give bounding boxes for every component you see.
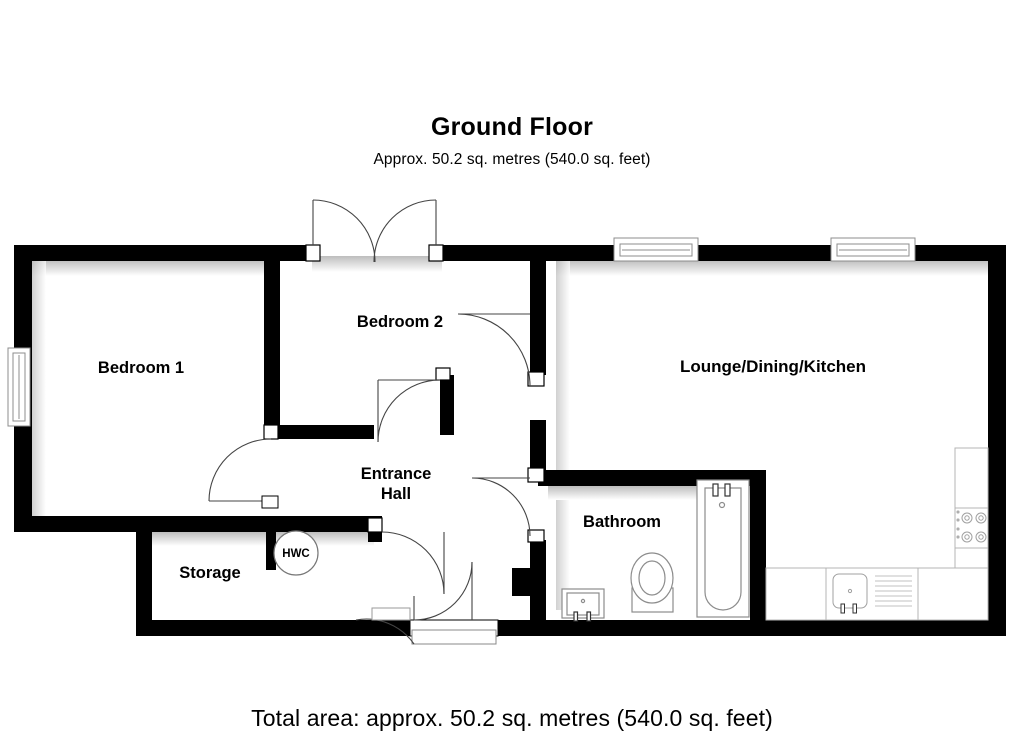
window-bedroom-1-west — [7, 347, 31, 427]
hot-water-cylinder-marker: HWC — [273, 530, 319, 576]
kitchen-hob — [954, 507, 989, 549]
wall-bedroom1-south-stub — [264, 425, 374, 439]
wash-basin-fixture — [561, 588, 605, 622]
wall-north-east — [443, 245, 1006, 261]
wall-bedroom2-lounge — [530, 255, 546, 375]
room-label-lounge-dining-kitchen: Lounge/Dining/Kitchen — [680, 357, 866, 376]
window-lounge-north-2 — [830, 237, 916, 262]
wall-east — [988, 245, 1006, 636]
wall-south-step — [14, 516, 150, 532]
wall-bathroom-east — [750, 470, 766, 628]
wall-north-west — [14, 245, 306, 261]
wall-south — [136, 620, 1006, 636]
doors — [208, 199, 545, 645]
room-label-entrance-hall-line1: Entrance — [361, 465, 432, 483]
wall-bathroom-hall — [530, 540, 546, 622]
hwc-label: HWC — [282, 548, 309, 560]
door-entrance-front — [355, 561, 499, 645]
room-label-storage: Storage — [179, 564, 240, 582]
door-bedroom-2-french-left — [305, 199, 376, 263]
windows — [7, 237, 916, 427]
wall-hall-jog — [512, 568, 534, 596]
door-bedroom-2-hall — [377, 367, 451, 443]
page-subtitle: Approx. 50.2 sq. metres (540.0 sq. feet) — [373, 150, 651, 168]
window-lounge-north-1 — [613, 237, 699, 262]
exterior-walls — [14, 245, 1006, 636]
room-label-entrance-hall-line2: Hall — [381, 485, 411, 503]
door-lounge-hall — [457, 313, 545, 387]
wall-bedroom2-hall-stub — [440, 375, 454, 435]
wall-storage-north — [136, 516, 382, 532]
bath-fixture — [696, 479, 750, 618]
wall-lounge-hall — [530, 420, 546, 478]
toilet-fixture — [630, 552, 674, 613]
bathroom-fixtures — [561, 479, 750, 622]
room-label-bedroom-2: Bedroom 2 — [357, 313, 443, 331]
kitchen-sink — [832, 573, 912, 614]
door-bedroom-2-french-right — [373, 199, 444, 263]
total-area-text: Total area: approx. 50.2 sq. metres (540… — [251, 705, 773, 731]
interior-walls — [136, 255, 766, 628]
wall-hwc-partition — [266, 526, 276, 570]
room-label-bathroom: Bathroom — [583, 513, 661, 531]
wall-bedroom1-bedroom2 — [264, 255, 280, 433]
jamb-entrance-left — [371, 607, 411, 621]
plan-header: Ground Floor Approx. 50.2 sq. metres (54… — [0, 0, 1024, 169]
room-label-bedroom-1: Bedroom 1 — [98, 359, 184, 377]
door-bathroom — [471, 467, 545, 543]
room-labels: Bedroom 1 Bedroom 2 Lounge/Dining/Kitche… — [98, 313, 866, 582]
interior-shadows — [32, 256, 1004, 610]
door-bedroom-1 — [208, 424, 279, 509]
page-title: Ground Floor — [430, 113, 594, 141]
door-storage — [367, 517, 445, 595]
kitchen-fixtures — [765, 447, 989, 621]
wall-storage-west — [136, 516, 152, 636]
